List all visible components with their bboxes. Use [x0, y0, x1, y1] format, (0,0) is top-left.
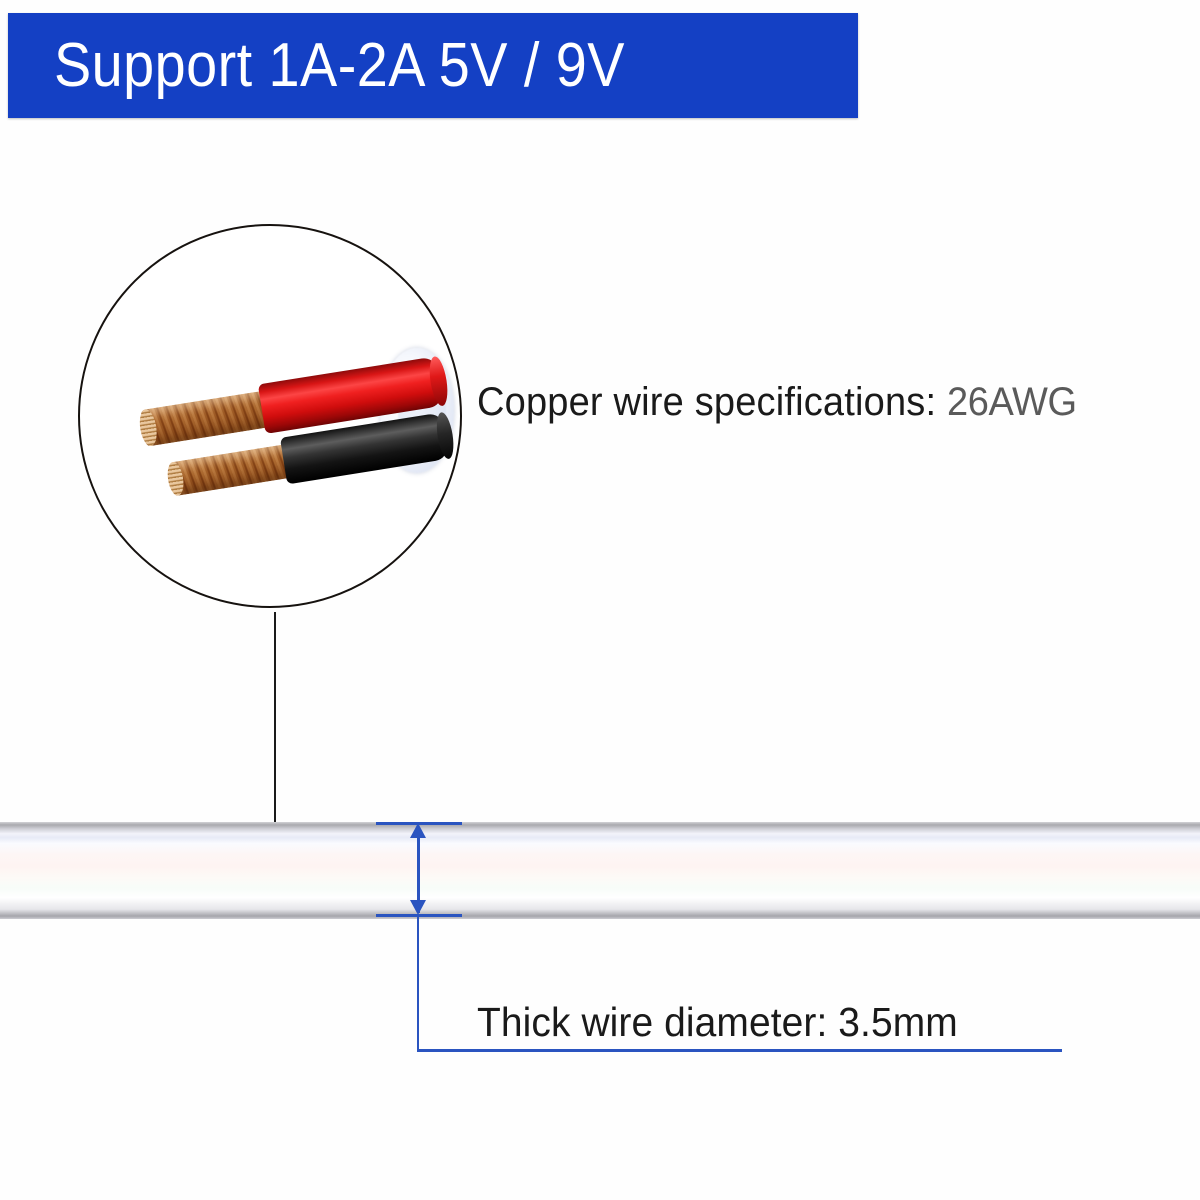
dimension-underline [417, 1049, 1062, 1052]
callout-leader-line [274, 612, 276, 860]
white-cable-body [0, 822, 1200, 919]
wire-cross-section-callout [78, 224, 462, 608]
dimension-arrow-shaft [417, 827, 420, 913]
thickness-label: Thick wire diameter: 3.5mm [477, 999, 958, 1045]
dimension-arrow-head-down-icon [410, 900, 426, 915]
copper-spec-value: 26AWG [946, 380, 1077, 424]
dimension-arrow-head-up-icon [410, 823, 426, 838]
support-banner: Support 1A-2A 5V / 9V [8, 13, 858, 118]
copper-spec-prefix: Copper wire specifications: [477, 380, 947, 424]
dimension-tick-bottom [376, 914, 462, 917]
support-banner-text: Support 1A-2A 5V / 9V [54, 30, 625, 100]
copper-spec-label: Copper wire specifications: 26AWG [477, 382, 1077, 422]
dimension-extension-line [417, 914, 419, 1052]
